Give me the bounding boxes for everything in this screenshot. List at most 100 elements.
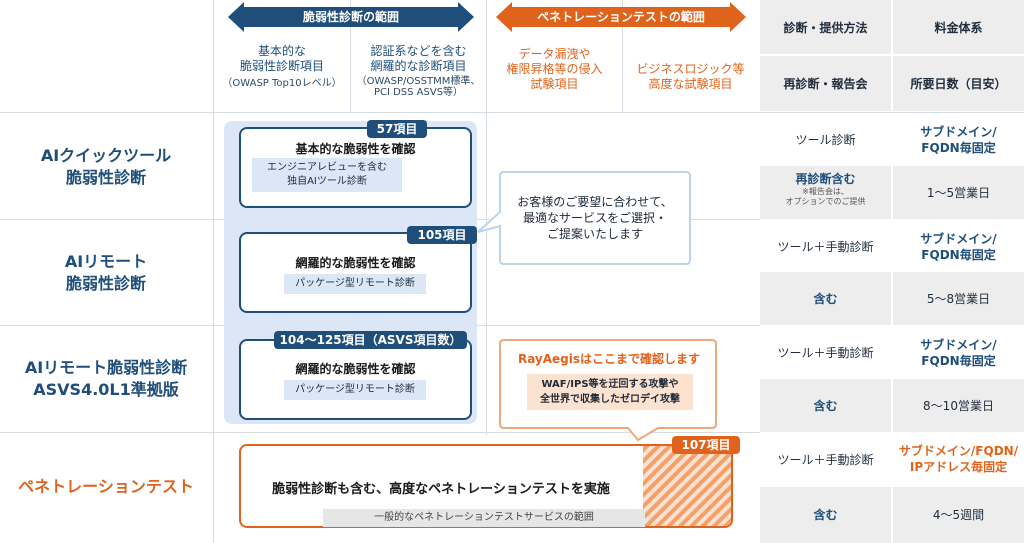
row-label-asvs: AIリモート脆弱性診断 ASVS4.0L1準拠版 xyxy=(0,357,212,401)
row-label-pentest: ペネトレーションテスト xyxy=(0,476,212,498)
pricing-line: IPアドレス毎固定 xyxy=(909,460,1008,474)
days-text: 5〜8営業日 xyxy=(926,292,991,306)
col2-note: （OWASP/OSSTMM標準、 xyxy=(356,76,481,87)
pentest-scope-label: ペネトレーションテストの範囲 xyxy=(537,10,705,24)
row-label-remote: AIリモート 脆弱性診断 xyxy=(0,251,212,295)
pricing-text: サブドメイン/FQDN/ IPアドレス毎固定 xyxy=(893,443,1024,475)
col1-note: （OWASP Top10レベル） xyxy=(222,78,342,89)
rediag-cell xyxy=(760,379,891,432)
grid-line xyxy=(213,0,214,543)
col2-title: 認証系などを含む xyxy=(370,44,467,58)
pricing-line: サブドメイン/ xyxy=(920,338,997,352)
col3-header: データ漏洩や 権限昇格等の侵入 試験項目 xyxy=(487,47,622,92)
chip-line: 独自AIツール診断 xyxy=(287,176,367,187)
pricing-line: FQDN毎固定 xyxy=(921,248,996,262)
grid-line xyxy=(0,112,1024,113)
method-text: ツール＋手動診断 xyxy=(777,240,874,254)
badge-pentest: 107項目 xyxy=(672,436,740,454)
col4-title: 高度な試験項目 xyxy=(648,77,733,91)
pricing-cell xyxy=(893,113,1024,166)
card-asvs xyxy=(239,339,472,420)
rayaegis-title: RayAegisはここまで確認します xyxy=(517,352,701,366)
chip-quick: エンジニアレビューを含む 独自AIツール診断 xyxy=(252,158,402,192)
pricing-text: サブドメイン/ FQDN毎固定 xyxy=(893,337,1024,369)
days-cell xyxy=(893,272,1024,325)
col4-title: ビジネスロジック等 xyxy=(636,62,745,76)
row-label-line: AIクイックツール xyxy=(40,146,172,165)
pricing-text: サブドメイン/ FQDN毎固定 xyxy=(893,124,1024,156)
callout-line: ご提案いたします xyxy=(546,227,643,241)
card-title: 網羅的な脆弱性を確認 xyxy=(295,362,416,376)
days-cell xyxy=(893,379,1024,432)
rediag-note: ※報告会は、 xyxy=(802,187,849,196)
col2-note: PCI DSS ASVS等） xyxy=(373,87,464,98)
chip-line: エンジニアレビューを含む xyxy=(267,162,387,173)
callout-line: お客様のご要望に合わせて、 xyxy=(517,195,673,209)
method-text: ツール＋手動診断 xyxy=(777,453,874,467)
header-days: 所要日数（目安） xyxy=(910,77,1007,91)
col1-header: 基本的な 脆弱性診断項目 （OWASP Top10レベル） xyxy=(214,44,350,90)
pentest-card xyxy=(239,444,733,528)
pricing-line: FQDN毎固定 xyxy=(921,141,996,155)
row-label-line: ペネトレーションテスト xyxy=(18,477,194,496)
pricing-line: サブドメイン/ xyxy=(920,125,997,139)
grid-line xyxy=(350,0,351,112)
days-text: 8〜10営業日 xyxy=(923,399,994,413)
col2-header: 認証系などを含む 網羅的な診断項目 （OWASP/OSSTMM標準、 PCI D… xyxy=(351,44,486,98)
callout-line: 最適なサービスをご選択・ xyxy=(522,211,667,225)
method-text: ツール＋手動診断 xyxy=(777,346,874,360)
card-title: 基本的な脆弱性を確認 xyxy=(295,142,416,156)
chip-line: WAF/IPS等を迂回する攻撃や xyxy=(541,379,679,390)
days-cell xyxy=(893,166,1024,219)
rediag-cell xyxy=(760,166,891,219)
vuln-scope-label: 脆弱性診断の範囲 xyxy=(302,10,399,24)
method-cell xyxy=(760,113,891,166)
rediag-text: 再診断含む ※報告会は、 オプションでのご提供 xyxy=(760,171,891,207)
badge-remote: 105項目 xyxy=(407,226,477,244)
days-text: 1〜5営業日 xyxy=(926,186,991,200)
service-callout-bubble xyxy=(477,171,691,265)
header-cell xyxy=(760,0,891,54)
grid-line xyxy=(0,432,760,433)
col3-title: 試験項目 xyxy=(530,77,579,91)
chip-line: 全世界で収集したゼロデイ攻撃 xyxy=(540,394,680,405)
pentest-general-bar: 一般的なペネトレーションテストサービスの範囲 xyxy=(323,509,645,527)
rediag-text: 含む xyxy=(813,399,838,413)
header-rediag: 再診断・報告会 xyxy=(783,77,868,91)
col3-title: 権限昇格等の侵入 xyxy=(506,62,603,76)
grid-line xyxy=(622,0,623,112)
card-title: 網羅的な脆弱性を確認 xyxy=(295,256,416,270)
pentest-scope-arrow xyxy=(496,2,746,32)
pricing-text: サブドメイン/ FQDN毎固定 xyxy=(893,231,1024,263)
pricing-line: サブドメイン/FQDN/ xyxy=(898,444,1019,458)
rediag-cell xyxy=(760,487,891,543)
chip-asvs: パッケージ型リモート診断 xyxy=(284,380,426,400)
col2-title: 網羅的な診断項目 xyxy=(370,59,467,73)
row-label-line: AIリモート脆弱性診断 xyxy=(24,358,188,377)
chip-remote: パッケージ型リモート診断 xyxy=(284,274,426,294)
header-cell xyxy=(760,56,891,111)
row-label-line: 脆弱性診断 xyxy=(65,168,146,187)
method-text: ツール診断 xyxy=(795,133,856,147)
days-cell xyxy=(893,487,1024,543)
col1-title: 基本的な xyxy=(257,44,306,58)
pentest-title: 脆弱性診断も含む、高度なペネトレーションテストを実施 xyxy=(272,482,610,497)
rediag-note: オプションでのご提供 xyxy=(785,197,866,206)
col3-title: データ漏洩や xyxy=(518,47,591,61)
rediag-text: 含む xyxy=(813,292,838,306)
pricing-line: FQDN毎固定 xyxy=(921,354,996,368)
col4-header: ビジネスロジック等 高度な試験項目 xyxy=(623,62,758,92)
grid-line xyxy=(893,0,894,543)
rediag-text: 含む xyxy=(813,508,838,522)
days-text: 4〜5週間 xyxy=(932,508,985,522)
header-pricing: 料金体系 xyxy=(934,21,983,35)
header-cell xyxy=(893,0,1024,54)
grid-line xyxy=(486,0,487,435)
rediag-cell xyxy=(760,272,891,325)
rayaegis-chip: WAF/IPS等を迂回する攻撃や 全世界で収集したゼロデイ攻撃 xyxy=(527,374,693,410)
header-cell xyxy=(893,56,1024,111)
row-label-line: ASVS4.0L1準拠版 xyxy=(33,380,179,399)
row-label-line: AIリモート xyxy=(64,252,148,271)
service-callout-text: お客様のご要望に合わせて、 最適なサービスをご選択・ ご提案いたします xyxy=(500,194,690,242)
vuln-scope-arrow xyxy=(228,2,474,32)
